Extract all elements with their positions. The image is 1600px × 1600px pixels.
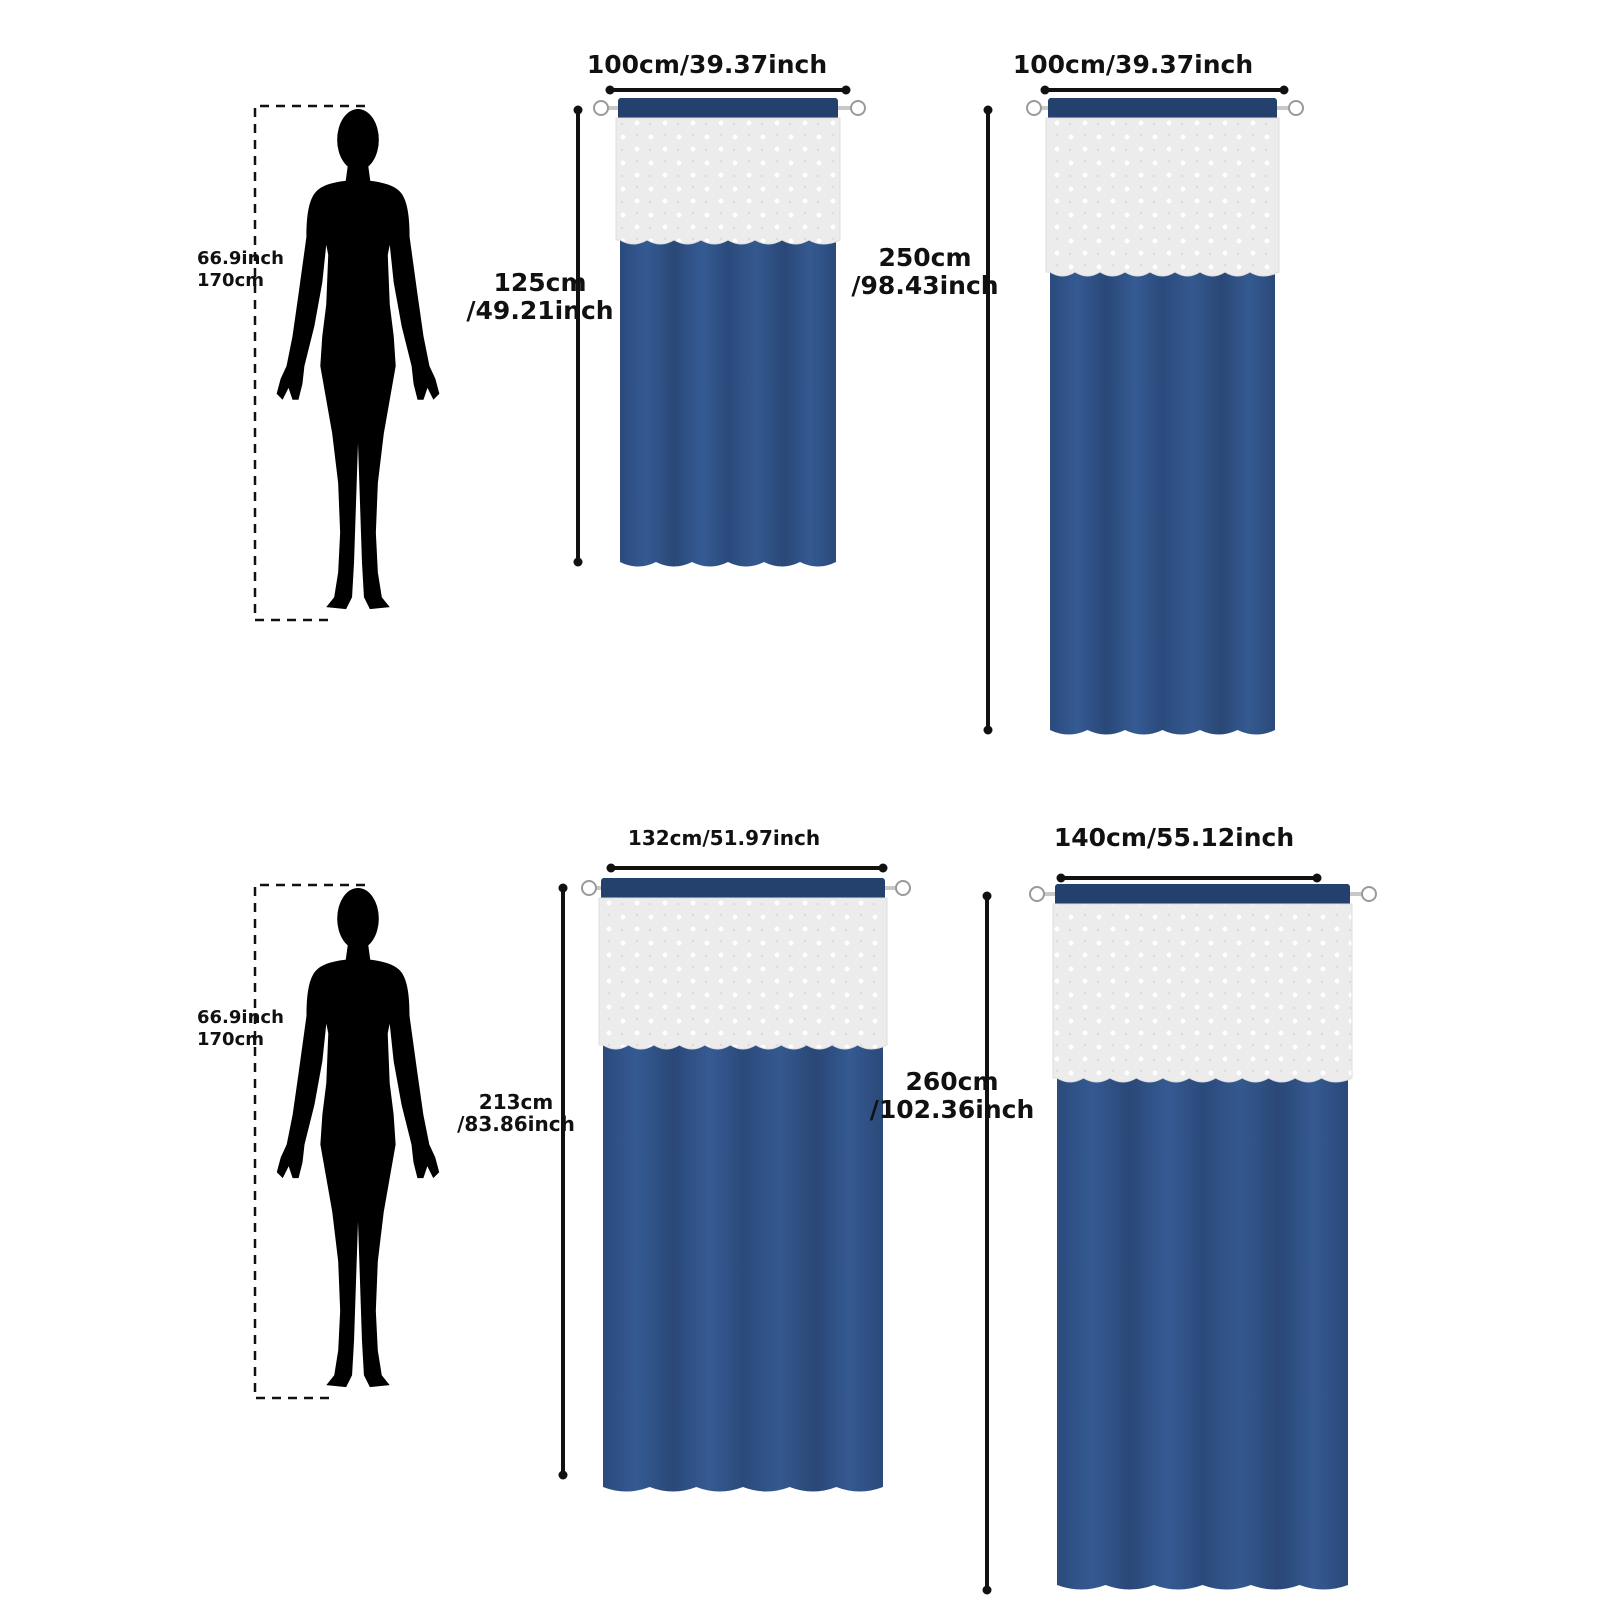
curtain-height-label-3b: /83.86inch [457,1112,575,1136]
width-dimension-end-right-4 [1312,873,1322,883]
dashed-height-box-2 [253,883,365,1400]
diagram-marks [253,85,1377,1595]
height-dimension-end-top-1 [573,105,583,115]
lace-valance-2 [1045,117,1280,277]
curtain-height-label-3a: 213cm [478,1090,554,1114]
rod-finial-right-2 [1288,100,1304,116]
person-height-cm-label-1: 170cm [197,270,264,291]
curtain-height-label-2a: 250cm [878,243,972,272]
rod-finial-left-2 [1026,100,1042,116]
curtain-height-label-2b: /98.43inch [851,271,999,300]
rod-finial-right-4 [1361,886,1377,902]
rod-finial-right-3 [895,880,911,896]
curtain-width-label-4: 140cm/55.12inch [1053,823,1295,852]
height-dimension-end-bottom-4 [982,1585,992,1595]
width-dimension-end-left-4 [1056,873,1066,883]
person-silhouette-2 [276,887,440,1388]
curtain-height-label-4a: 260cm [905,1067,999,1096]
curtain-height-label-1b: /49.21inch [466,296,614,325]
person-height-inch-label-1: 66.9inch [197,248,284,269]
person-height-inch-label-2: 66.9inch [197,1007,284,1028]
width-dimension-end-left-2 [1040,85,1050,95]
width-dimension-end-left-1 [605,85,615,95]
curtain-width-label-3: 132cm/51.97inch [627,826,821,850]
person-height-cm-label-2: 170cm [197,1029,264,1050]
rod-finial-right-1 [850,100,866,116]
curtain-header-1 [618,98,838,120]
height-dimension-end-top-4 [982,891,992,901]
curtain-header-3 [601,878,885,900]
height-dimension-end-bottom-3 [558,1470,568,1480]
curtain-width-label-2: 100cm/39.37inch [1012,50,1254,79]
width-dimension-end-right-2 [1279,85,1289,95]
width-dimension-end-right-3 [878,863,888,873]
curtain-header-4 [1055,884,1350,906]
person-silhouette-1 [276,108,440,610]
rod-finial-left-4 [1029,886,1045,902]
rod-finial-left-1 [593,100,609,116]
width-dimension-end-right-1 [841,85,851,95]
lace-valance-4 [1052,903,1353,1083]
lace-valance-1 [615,117,841,245]
curtain-header-2 [1048,98,1277,120]
dashed-height-box-1 [253,104,365,622]
height-dimension-end-bottom-2 [983,725,993,735]
curtain-width-label-1: 100cm/39.37inch [586,50,828,79]
height-dimension-end-top-3 [558,883,568,893]
rod-finial-left-3 [581,880,597,896]
curtain-height-label-1a: 125cm [493,268,587,297]
curtain-height-label-4b: /102.36inch [869,1095,1035,1124]
height-dimension-end-top-2 [983,105,993,115]
lace-valance-3 [598,897,888,1050]
width-dimension-end-left-3 [606,863,616,873]
height-dimension-end-bottom-1 [573,557,583,567]
